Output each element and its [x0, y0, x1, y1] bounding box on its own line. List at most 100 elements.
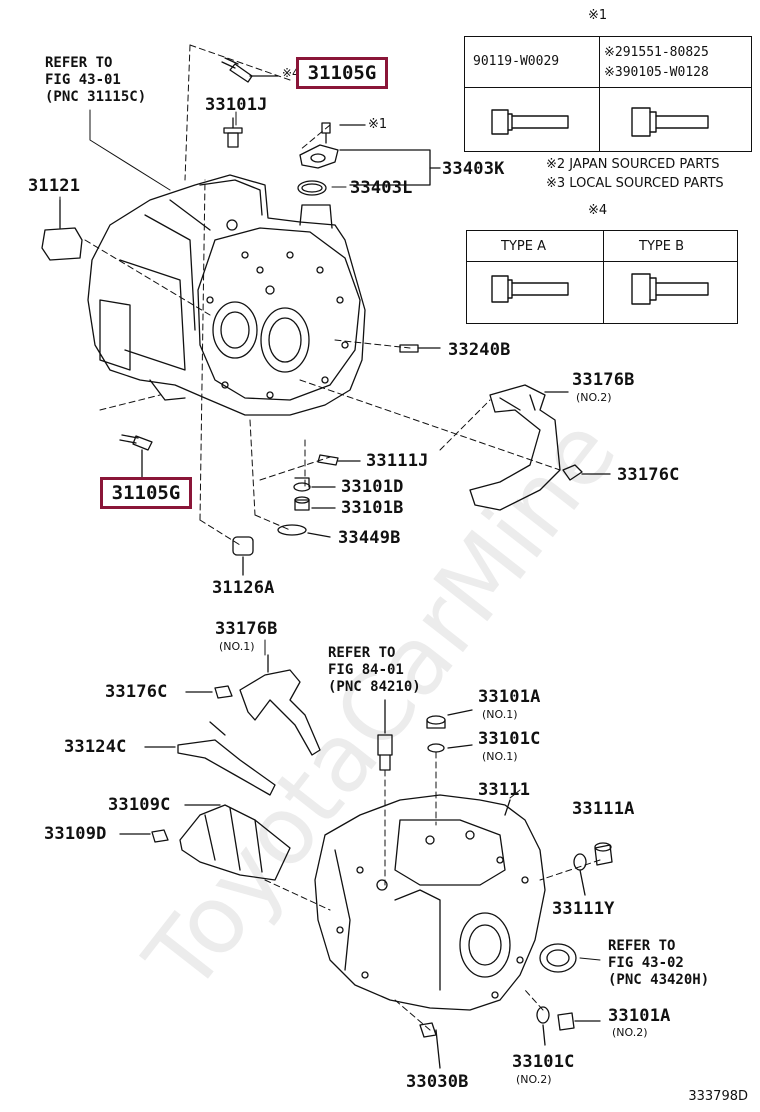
clutch-housing-drawing	[87, 174, 366, 416]
part-33176C-top-drawing	[562, 464, 611, 481]
table2-divider-v	[603, 231, 604, 323]
part-33101A-no2-drawing	[557, 1012, 601, 1031]
table2-divider-h	[467, 261, 737, 262]
part-33101A-no1-drawing	[426, 709, 473, 729]
ref-fig-43-01: REFER TO FIG 43-01 (PNC 31115C)	[45, 55, 146, 106]
transaxle-case-drawing	[314, 794, 546, 1011]
part-label-33101D[interactable]: 33101D	[341, 477, 404, 497]
part-label-33240B[interactable]: 33240B	[448, 340, 511, 360]
part-label-33101B[interactable]: 33101B	[341, 498, 404, 518]
part-label-33403L[interactable]: 33403L	[350, 178, 413, 198]
part-label-33101C-no1[interactable]: 33101C	[478, 729, 541, 749]
part-sub-33101A-no1: (NO.1)	[482, 708, 518, 721]
table2-bolt-icons	[491, 273, 709, 305]
ref-fig-43-02: REFER TO FIG 43-02 (PNC 43420H)	[608, 938, 709, 989]
part-sub-33176B-no2: (NO.2)	[576, 391, 612, 404]
part-33101J-drawing	[223, 117, 243, 148]
part-label-33449B[interactable]: 33449B	[338, 528, 401, 548]
part-33111J-drawing	[317, 454, 361, 466]
part-label-33176B-no1[interactable]: 33176B	[215, 619, 278, 639]
table1-mark: ※1	[588, 8, 608, 23]
footnote-mark-1-bolt: ※1	[368, 117, 388, 132]
part-33403L-drawing	[297, 180, 327, 196]
table1-bolt-icons	[491, 107, 709, 137]
part-label-33101A-no2[interactable]: 33101A	[608, 1006, 671, 1026]
ref-fig-84-01-line2: FIG 84-01	[328, 662, 404, 678]
table2: TYPE A TYPE B	[466, 230, 738, 324]
part-33101B-drawing	[294, 496, 336, 511]
part-label-33176B-no2[interactable]: 33176B	[572, 370, 635, 390]
part-label-31105G-bottom[interactable]: 31105G	[111, 482, 181, 504]
part-label-33030B[interactable]: 33030B	[406, 1072, 469, 1092]
part-label-33111A[interactable]: 33111A	[572, 799, 635, 819]
note-japan-sourced: ※2 JAPAN SOURCED PARTS	[546, 157, 720, 172]
part-label-33124C[interactable]: 33124C	[64, 737, 127, 757]
sensor-84210-drawing	[377, 699, 393, 771]
ref-fig-84-01-line3: (PNC 84210)	[328, 679, 421, 695]
ref-fig-43-02-line3: (PNC 43420H)	[608, 972, 710, 988]
part-33101D-drawing	[293, 477, 336, 492]
part-33403K-drawing	[299, 122, 441, 186]
part-label-33101J[interactable]: 33101J	[205, 95, 268, 115]
part-sub-33176B-no1: (NO.1)	[219, 640, 255, 653]
bolt-31105G-bottom-drawing	[119, 434, 153, 479]
table1-cell-left: 90119-W0029	[473, 54, 560, 69]
part-label-33101C-no2[interactable]: 33101C	[512, 1052, 575, 1072]
table2-type-a: TYPE A	[501, 239, 546, 254]
part-label-33109D[interactable]: 33109D	[44, 824, 107, 844]
part-sub-33101C-no2: (NO.2)	[516, 1073, 552, 1086]
part-label-33109C[interactable]: 33109C	[108, 795, 171, 815]
ref-fig-43-01-line2: FIG 43-01	[45, 72, 121, 88]
table1-cell-right-2: ※390105-W0128	[604, 65, 709, 80]
table1: 90119-W0029 ※291551-80825 ※390105-W0128	[464, 36, 752, 152]
footnote-mark-4-top: ※4	[282, 66, 300, 80]
ref-fig-43-02-line2: FIG 43-02	[608, 955, 684, 971]
part-33240B-drawing	[399, 344, 441, 353]
part-33101C-no1-drawing	[427, 743, 473, 753]
table1-divider-v	[599, 37, 600, 151]
bolt-31105G-top-drawing	[221, 57, 279, 83]
part-label-33176C-top[interactable]: 33176C	[617, 465, 680, 485]
part-label-33403K[interactable]: 33403K	[442, 159, 505, 179]
part-label-33111Y[interactable]: 33111Y	[552, 899, 615, 919]
part-33109C-drawing	[179, 804, 291, 881]
label-leaders	[59, 109, 601, 961]
part-33111A-drawing	[594, 842, 613, 866]
ref-fig-84-01-line1: REFER TO	[328, 645, 396, 661]
table1-cell-right-1: ※291551-80825	[604, 45, 709, 60]
ref-fig-43-01-line1: REFER TO	[45, 55, 113, 71]
part-33176B-no1-drawing	[239, 654, 321, 756]
ref-fig-84-01: REFER TO FIG 84-01 (PNC 84210)	[328, 645, 421, 696]
figure-number: 333798D	[688, 1089, 748, 1104]
part-label-31121[interactable]: 31121	[28, 176, 81, 196]
part-label-33176C-bottom[interactable]: 33176C	[105, 682, 168, 702]
table2-mark: ※4	[588, 203, 608, 218]
part-sub-33101A-no2: (NO.2)	[612, 1026, 648, 1039]
part-label-33111[interactable]: 33111	[478, 780, 531, 800]
lower-dashed-leaders	[264, 751, 601, 1031]
part-33449B-drawing	[277, 524, 331, 538]
part-label-31126A[interactable]: 31126A	[212, 578, 275, 598]
ref-fig-43-01-line3: (PNC 31115C)	[45, 89, 147, 105]
part-33176B-no2-drawing	[469, 384, 569, 511]
part-33101C-no2-drawing	[536, 1006, 550, 1046]
part-label-33101A-no1[interactable]: 33101A	[478, 687, 541, 707]
note-local-sourced: ※3 LOCAL SOURCED PARTS	[546, 176, 724, 191]
ref-fig-43-02-line1: REFER TO	[608, 938, 676, 954]
part-33176C-bottom-drawing	[185, 685, 233, 699]
part-label-33111J[interactable]: 33111J	[366, 451, 429, 471]
part-33109D-drawing	[119, 829, 169, 843]
part-sub-33101C-no1: (NO.1)	[482, 750, 518, 763]
part-31126A-drawing	[232, 536, 254, 576]
part-33111Y-drawing	[573, 853, 587, 896]
part-33030B-drawing	[419, 1022, 441, 1069]
part-31121-drawing	[41, 199, 83, 261]
seal-43420H-drawing	[539, 943, 577, 973]
part-33124C-drawing	[144, 721, 276, 796]
table2-type-b: TYPE B	[639, 239, 684, 254]
part-label-31105G-top[interactable]: 31105G	[307, 62, 377, 84]
highlight-31105G-bottom[interactable]: 31105G	[100, 477, 192, 509]
highlight-31105G-top[interactable]: 31105G	[296, 57, 388, 89]
